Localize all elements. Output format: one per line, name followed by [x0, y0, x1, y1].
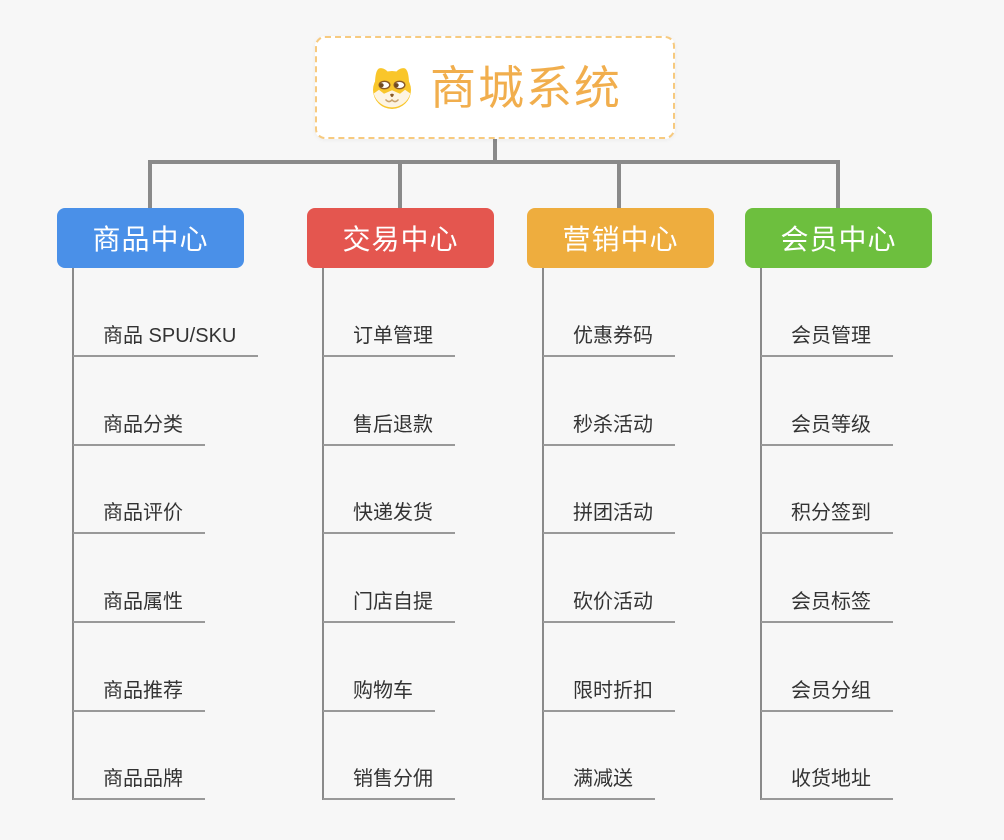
topic-item[interactable]: 会员标签 [761, 589, 893, 623]
topic-item[interactable]: 商品评价 [73, 500, 205, 534]
topic-item[interactable]: 订单管理 [323, 323, 455, 357]
branch-trade-center: 交易中心 订单管理 售后退款 快递发货 门店自提 购物车 销售分佣 [307, 208, 494, 800]
connector-horizontal-bar [148, 160, 840, 164]
topic-item[interactable]: 拼团活动 [543, 500, 675, 534]
connector-drop-trade [398, 160, 402, 208]
connector-root-stem [493, 138, 497, 164]
branch-trunk-line [72, 268, 74, 800]
branch-trunk-line [542, 268, 544, 800]
topic-item[interactable]: 限时折扣 [543, 678, 675, 712]
branch-trunk-line [760, 268, 762, 800]
topic-item[interactable]: 会员等级 [761, 412, 893, 446]
topic-item[interactable]: 商品分类 [73, 412, 205, 446]
topic-item[interactable]: 会员管理 [761, 323, 893, 357]
connector-drop-product [148, 160, 152, 208]
topic-item[interactable]: 快递发货 [323, 500, 455, 534]
branch-header-product[interactable]: 商品中心 [57, 208, 244, 268]
topic-item[interactable]: 优惠券码 [543, 323, 675, 357]
topic-item[interactable]: 商品品牌 [73, 766, 205, 800]
branch-header-marketing[interactable]: 营销中心 [527, 208, 714, 268]
topic-item[interactable]: 收货地址 [761, 766, 893, 800]
topic-item[interactable]: 售后退款 [323, 412, 455, 446]
branch-member-center: 会员中心 会员管理 会员等级 积分签到 会员标签 会员分组 收货地址 [745, 208, 932, 800]
root-node[interactable]: 商城系统 [315, 36, 675, 139]
dog-face-icon [373, 67, 411, 109]
topic-item[interactable]: 商品 SPU/SKU [73, 323, 259, 357]
topic-item[interactable]: 购物车 [323, 678, 435, 712]
topic-item[interactable]: 秒杀活动 [543, 412, 675, 446]
branch-header-trade[interactable]: 交易中心 [307, 208, 494, 268]
topic-item[interactable]: 砍价活动 [543, 589, 675, 623]
topic-item[interactable]: 门店自提 [323, 589, 455, 623]
branch-marketing-center: 营销中心 优惠券码 秒杀活动 拼团活动 砍价活动 限时折扣 满减送 [527, 208, 714, 800]
topic-item[interactable]: 满减送 [543, 766, 655, 800]
branch-trunk-line [322, 268, 324, 800]
topic-item[interactable]: 会员分组 [761, 678, 893, 712]
topic-item[interactable]: 商品推荐 [73, 678, 205, 712]
topic-item[interactable]: 销售分佣 [323, 766, 455, 800]
connector-drop-member [836, 160, 840, 208]
connector-drop-marketing [617, 160, 621, 208]
branch-header-member[interactable]: 会员中心 [745, 208, 932, 268]
topic-item[interactable]: 积分签到 [761, 500, 893, 534]
branch-product-center: 商品中心 商品 SPU/SKU 商品分类 商品评价 商品属性 商品推荐 商品品牌 [57, 208, 259, 800]
root-title: 商城系统 [430, 61, 622, 114]
topic-item[interactable]: 商品属性 [73, 589, 205, 623]
